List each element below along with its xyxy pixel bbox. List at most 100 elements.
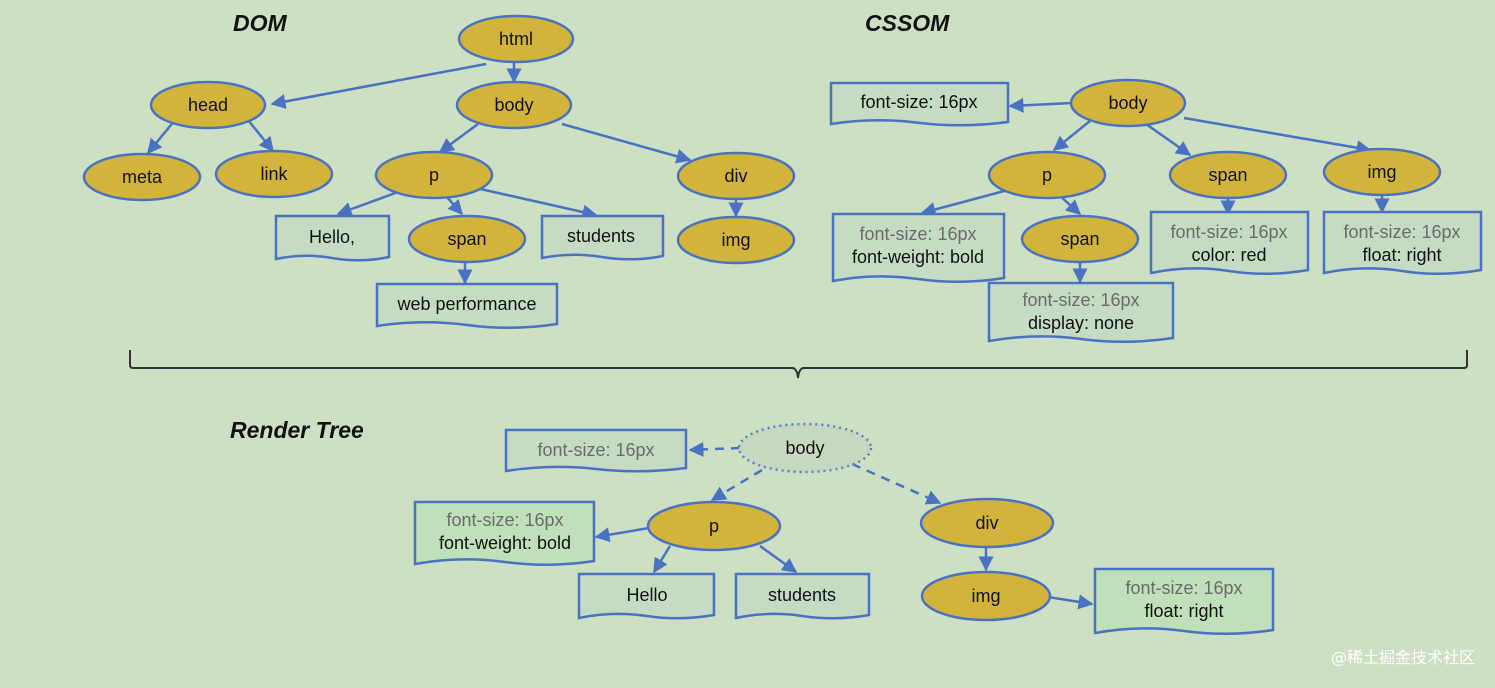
dom-label-html: html bbox=[499, 29, 533, 49]
edge-cssom-p-span bbox=[1059, 195, 1082, 216]
dom-title: DOM bbox=[233, 10, 288, 36]
render-node-p: p bbox=[646, 500, 782, 552]
edge-p-hello bbox=[336, 190, 399, 217]
dom-node-link: link bbox=[214, 149, 334, 199]
render-doc-img-style bbox=[1093, 567, 1275, 635]
cssom-node-img-style: font-size: 16px float: right bbox=[1322, 210, 1483, 276]
render-label-img: img bbox=[971, 586, 1000, 606]
render-label-body: body bbox=[785, 438, 824, 458]
edge-cssom-body-span bbox=[1145, 122, 1192, 157]
cssom-ellipse-body bbox=[1069, 78, 1187, 128]
cssom-label-span: span bbox=[1208, 165, 1247, 185]
render-doc-hello bbox=[577, 572, 716, 620]
dom-node-students: students bbox=[540, 214, 665, 261]
cssom-title: CSSOM bbox=[865, 10, 950, 36]
dom-doc-web-performance bbox=[375, 282, 559, 329]
render-node-img-style: font-size: 16px float: right bbox=[1093, 567, 1275, 635]
dom-ellipse-span bbox=[407, 214, 527, 264]
render-node-body: body bbox=[737, 422, 873, 474]
edge-p-students bbox=[475, 186, 598, 220]
dom-ellipse-meta bbox=[82, 152, 202, 202]
dom-ellipse-html bbox=[457, 14, 575, 64]
dom-node-div: div bbox=[676, 151, 796, 201]
dom-label-body: body bbox=[494, 95, 533, 115]
edge-head-meta bbox=[147, 119, 176, 155]
render-label-students: students bbox=[768, 585, 836, 605]
edge-render-p-hello bbox=[652, 545, 672, 574]
edge-render-body-p bbox=[710, 468, 763, 502]
cssom-label-img-style: float: right bbox=[1362, 245, 1441, 265]
render-label-div: div bbox=[975, 513, 998, 533]
cssom-node-body: body bbox=[1069, 78, 1187, 128]
render-node-div: div bbox=[919, 497, 1055, 549]
dom-node-body: body bbox=[455, 80, 573, 130]
edge-render-body-style bbox=[688, 441, 741, 457]
render-doc-students bbox=[734, 572, 871, 620]
dom-ellipse-img bbox=[676, 215, 796, 265]
render-tree-title: Render Tree bbox=[230, 417, 364, 443]
cssom-label-nested-span-style-inherited: font-size: 16px bbox=[1022, 290, 1139, 310]
cssom-node-p: p bbox=[987, 150, 1107, 200]
cssom-node-nested-span: span bbox=[1020, 214, 1140, 264]
cssom-label-body-style: font-size: 16px bbox=[860, 92, 977, 112]
dom-label-students: students bbox=[567, 226, 635, 246]
cssom-label-p: p bbox=[1042, 165, 1052, 185]
render-ellipse-body bbox=[737, 422, 873, 474]
cssom-ellipse-nested-span bbox=[1020, 214, 1140, 264]
render-node-img: img bbox=[920, 570, 1052, 622]
cssom-doc-nested-span-style bbox=[987, 281, 1175, 343]
dom-ellipse-p bbox=[374, 150, 494, 200]
render-label-hello: Hello bbox=[626, 585, 667, 605]
dom-node-img: img bbox=[676, 215, 796, 265]
render-label-body-style: font-size: 16px bbox=[537, 440, 654, 460]
render-node-body-style: font-size: 16px bbox=[504, 428, 688, 473]
edge-cssom-body-p bbox=[1052, 120, 1091, 151]
render-node-hello: Hello bbox=[577, 572, 716, 620]
edge-render-body-div bbox=[851, 462, 942, 505]
cssom-node-nested-span-style: font-size: 16px display: none bbox=[987, 281, 1175, 343]
dom-edges bbox=[147, 62, 744, 285]
render-label-img-style-inherited: font-size: 16px bbox=[1125, 578, 1242, 598]
edge-p-span bbox=[445, 195, 463, 216]
dom-node-head: head bbox=[149, 80, 267, 130]
merge-brace bbox=[129, 350, 1468, 379]
dom-label-hello: Hello, bbox=[309, 227, 355, 247]
cssom-edges bbox=[920, 97, 1390, 284]
dom-node-meta: meta bbox=[82, 152, 202, 202]
dom-node-span: span bbox=[407, 214, 527, 264]
edge-render-img-style bbox=[1047, 594, 1094, 610]
render-label-img-style: float: right bbox=[1144, 601, 1223, 621]
dom-ellipse-body bbox=[455, 80, 573, 130]
dom-label-head: head bbox=[188, 95, 228, 115]
cssom-label-nested-span: span bbox=[1060, 229, 1099, 249]
dom-label-meta: meta bbox=[122, 167, 163, 187]
edge-render-p-style bbox=[594, 525, 656, 543]
cssom-node-body-style: font-size: 16px bbox=[829, 81, 1010, 127]
cssom-label-nested-span-style: display: none bbox=[1028, 313, 1134, 333]
render-edges bbox=[594, 441, 1094, 610]
cssom-ellipse-img bbox=[1322, 147, 1442, 197]
dom-label-p: p bbox=[429, 165, 439, 185]
render-label-p: p bbox=[709, 516, 719, 536]
cssom-label-p-style: font-weight: bold bbox=[852, 247, 984, 267]
edge-html-head bbox=[270, 62, 487, 109]
cssom-label-img: img bbox=[1367, 162, 1396, 182]
cssom-node-span-style: font-size: 16px color: red bbox=[1149, 210, 1310, 276]
cssom-doc-span-style bbox=[1149, 210, 1310, 276]
cssom-label-span-style-inherited: font-size: 16px bbox=[1170, 222, 1287, 242]
dom-label-link: link bbox=[260, 164, 288, 184]
cssom-node-p-style: font-size: 16px font-weight: bold bbox=[831, 212, 1006, 283]
dom-label-web-performance: web performance bbox=[396, 294, 536, 314]
render-doc-body-style bbox=[504, 428, 688, 473]
cssom-label-p-style-inherited: font-size: 16px bbox=[859, 224, 976, 244]
render-node-p-style: font-size: 16px font-weight: bold bbox=[413, 500, 596, 566]
cssom-doc-img-style bbox=[1322, 210, 1483, 276]
dom-label-div: div bbox=[724, 166, 747, 186]
cssom-node-img: img bbox=[1322, 147, 1442, 197]
edge-cssom-body-img bbox=[1183, 116, 1372, 156]
render-label-p-style-inherited: font-size: 16px bbox=[446, 510, 563, 530]
dom-ellipse-div bbox=[676, 151, 796, 201]
cssom-label-body: body bbox=[1108, 93, 1147, 113]
